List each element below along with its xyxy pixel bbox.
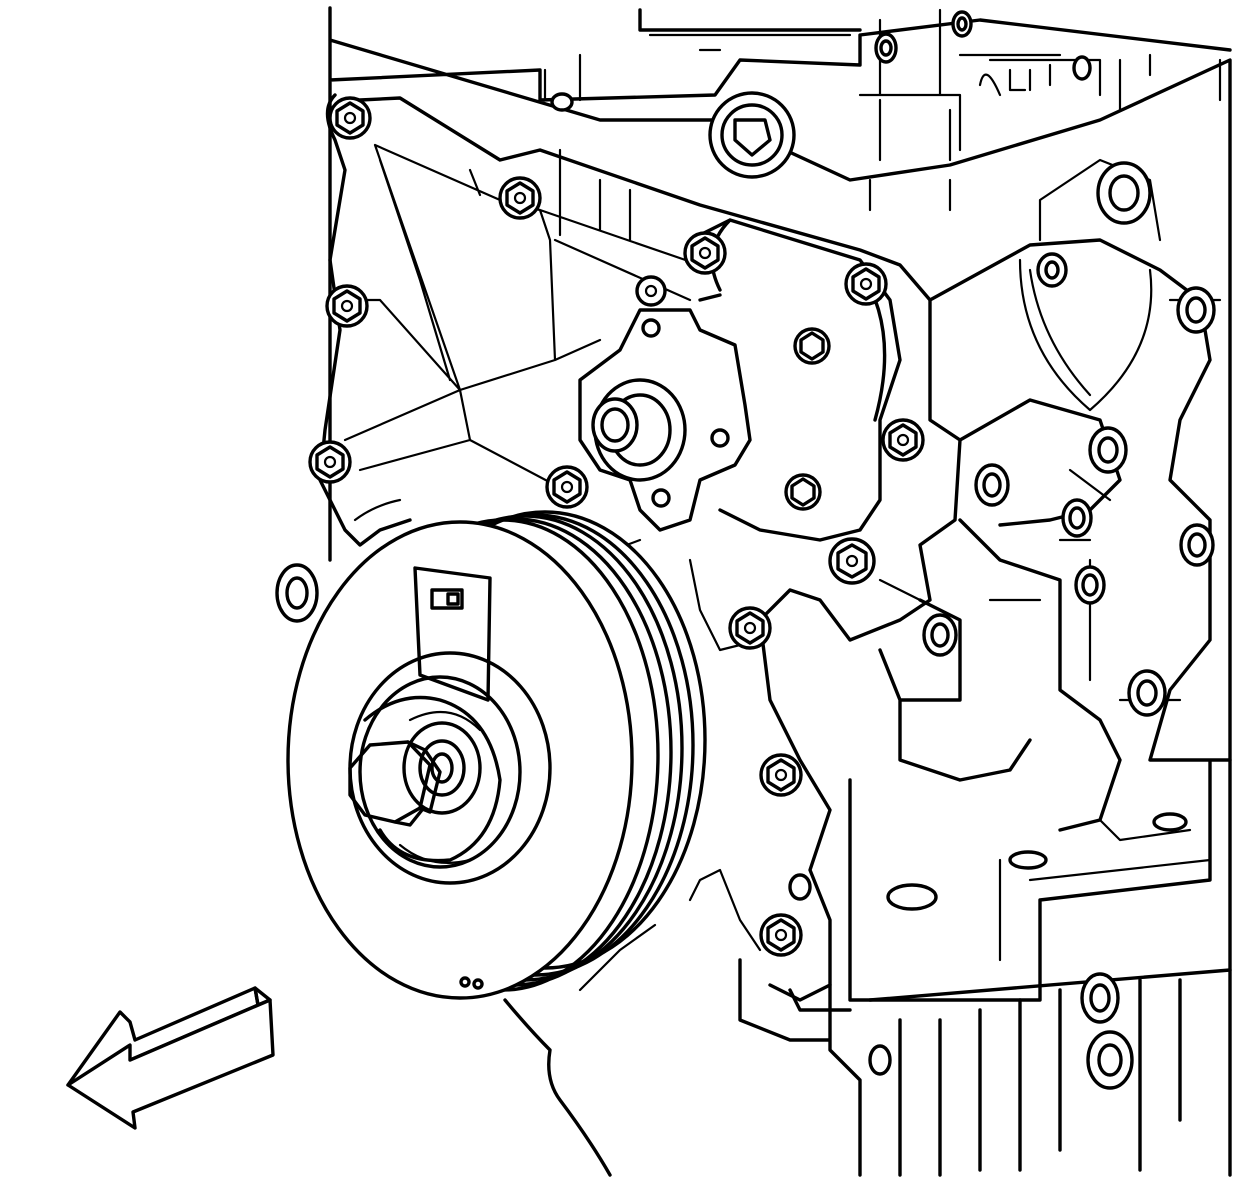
lower-hose [503, 998, 612, 1177]
direction-arrow-face [66, 998, 275, 1130]
timing-cover-outline [318, 93, 962, 1002]
block-bosses [275, 10, 1216, 1076]
block-outline [328, 6, 1232, 1177]
block-right-side [848, 238, 1232, 1002]
balancer-holding-tool [348, 566, 552, 885]
top-flange-bolt [708, 91, 796, 179]
engine-block [275, 6, 1232, 1177]
timing-cover-bolts [308, 96, 925, 957]
tool-handle [413, 566, 492, 702]
water-pump-shaft [591, 397, 639, 453]
direction-arrow-icon [66, 986, 275, 1130]
oil-pan [738, 958, 1232, 1177]
